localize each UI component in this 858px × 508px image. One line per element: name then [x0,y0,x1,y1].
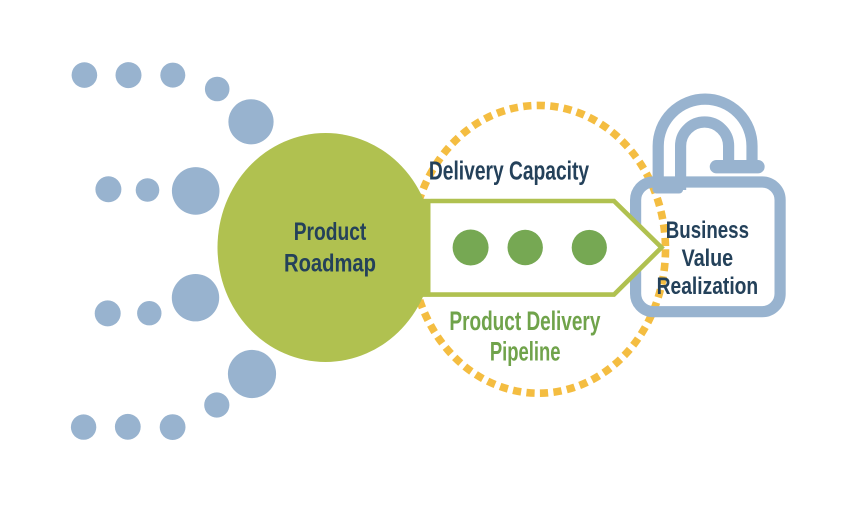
svg-text:Product: Product [294,219,367,246]
svg-text:Pipeline: Pipeline [490,337,561,367]
svg-text:Product Delivery: Product Delivery [449,306,600,336]
svg-text:Roadmap: Roadmap [284,251,376,278]
svg-text:Delivery Capacity: Delivery Capacity [429,156,589,186]
svg-text:Realization: Realization [657,273,759,300]
svg-text:Business: Business [666,217,749,244]
svg-text:Value: Value [682,245,734,272]
